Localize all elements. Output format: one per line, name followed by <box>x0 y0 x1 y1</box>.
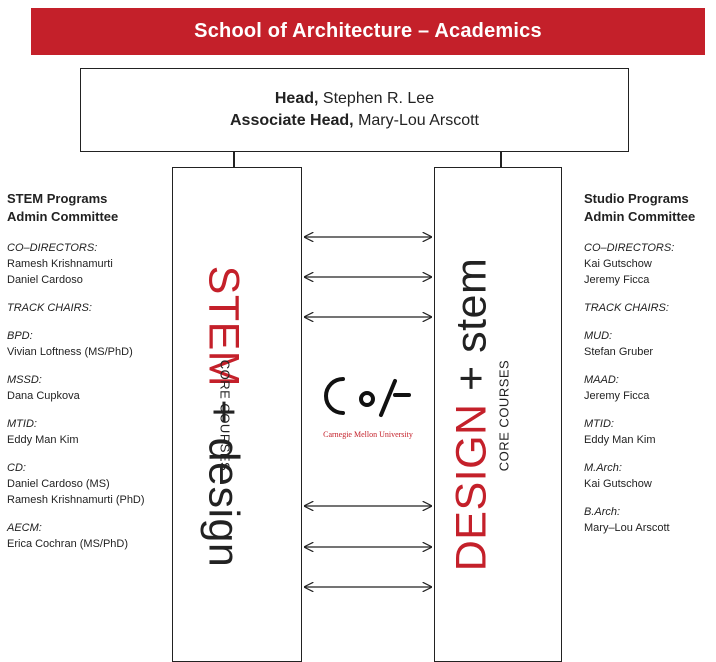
design-stem-column: DESIGN + stem CORE COURSES <box>434 167 562 662</box>
head-name: Stephen R. Lee <box>322 90 435 107</box>
committee-role: M.Arch: <box>584 462 622 474</box>
committee-member: Daniel Cardoso (MS) <box>7 478 110 490</box>
design-word: DESIGN <box>447 403 496 572</box>
committee-member: Eddy Man Kim <box>7 434 79 446</box>
head-line: Head, Stephen R. Lee <box>81 90 628 108</box>
committee-member: Stefan Gruber <box>584 346 654 358</box>
committee-member: Jeremy Ficca <box>584 390 650 402</box>
committee-role: CD: <box>7 462 26 474</box>
associate-head-name: Mary-Lou Arscott <box>358 112 479 129</box>
committee-member: Jeremy Ficca <box>584 274 650 286</box>
page-title-banner: School of Architecture – Academics <box>31 8 705 55</box>
committee-role: TRACK CHAIRS: <box>584 302 669 314</box>
committee-member: Daniel Cardoso <box>7 274 83 286</box>
design-stem-label: DESIGN + stem <box>448 215 497 615</box>
committee-member: Mary–Lou Arscott <box>584 522 670 534</box>
committee-member: Erica Cochran (MS/PhD) <box>7 538 129 550</box>
left-connector <box>233 152 235 167</box>
plus-stem-word: + stem <box>447 257 496 404</box>
stem-design-column: STEM + design CORE COURSES <box>172 167 302 662</box>
committee-role: MTID: <box>584 418 614 430</box>
stem-committee-title-line1: STEM Programs <box>7 191 108 206</box>
associate-head-label: Associate Head, <box>230 112 354 129</box>
committee-member: Vivian Loftness (MS/PhD) <box>7 346 133 358</box>
studio-committee-title-line1: Studio Programs <box>584 191 689 206</box>
committee-role: MAAD: <box>584 374 619 386</box>
committee-role: MUD: <box>584 330 613 342</box>
stem-committee-title-line2: Admin Committee <box>7 209 119 224</box>
committee-member: Dana Cupkova <box>7 390 80 402</box>
committee-member: Ramesh Krishnamurti (PhD) <box>7 494 145 506</box>
connection-arrows <box>302 167 434 662</box>
page-title: School of Architecture – Academics <box>194 20 542 42</box>
studio-committee: Studio Programs Admin Committee CO–DIREC… <box>584 190 716 536</box>
studio-committee-title: Studio Programs Admin Committee <box>584 190 716 226</box>
head-box: Head, Stephen R. Lee Associate Head, Mar… <box>80 68 629 152</box>
right-connector <box>500 152 502 167</box>
committee-member: Eddy Man Kim <box>584 434 656 446</box>
committee-role: B.Arch: <box>584 506 621 518</box>
cmu-architecture-logo <box>324 377 411 417</box>
studio-committee-title-line2: Admin Committee <box>584 209 696 224</box>
committee-member: Kai Gutschow <box>584 478 652 490</box>
right-core-courses: CORE COURSES <box>496 359 512 472</box>
left-core-courses: CORE COURSES <box>217 359 233 472</box>
committee-role: CO–DIRECTORS: <box>7 242 98 254</box>
stem-committee: STEM Programs Admin Committee CO–DIRECTO… <box>7 190 167 552</box>
associate-head-line: Associate Head, Mary-Lou Arscott <box>81 112 628 130</box>
committee-member: Kai Gutschow <box>584 258 652 270</box>
committee-role: TRACK CHAIRS: <box>7 302 92 314</box>
committee-role: MTID: <box>7 418 37 430</box>
cmu-caption: Carnegie Mellon University <box>323 430 413 439</box>
stem-committee-title: STEM Programs Admin Committee <box>7 190 167 226</box>
head-label: Head, <box>274 90 319 107</box>
committee-role: MSSD: <box>7 374 42 386</box>
committee-role: BPD: <box>7 330 33 342</box>
committee-member: Ramesh Krishnamurti <box>7 258 113 270</box>
committee-role: AECM: <box>7 522 42 534</box>
committee-role: CO–DIRECTORS: <box>584 242 675 254</box>
